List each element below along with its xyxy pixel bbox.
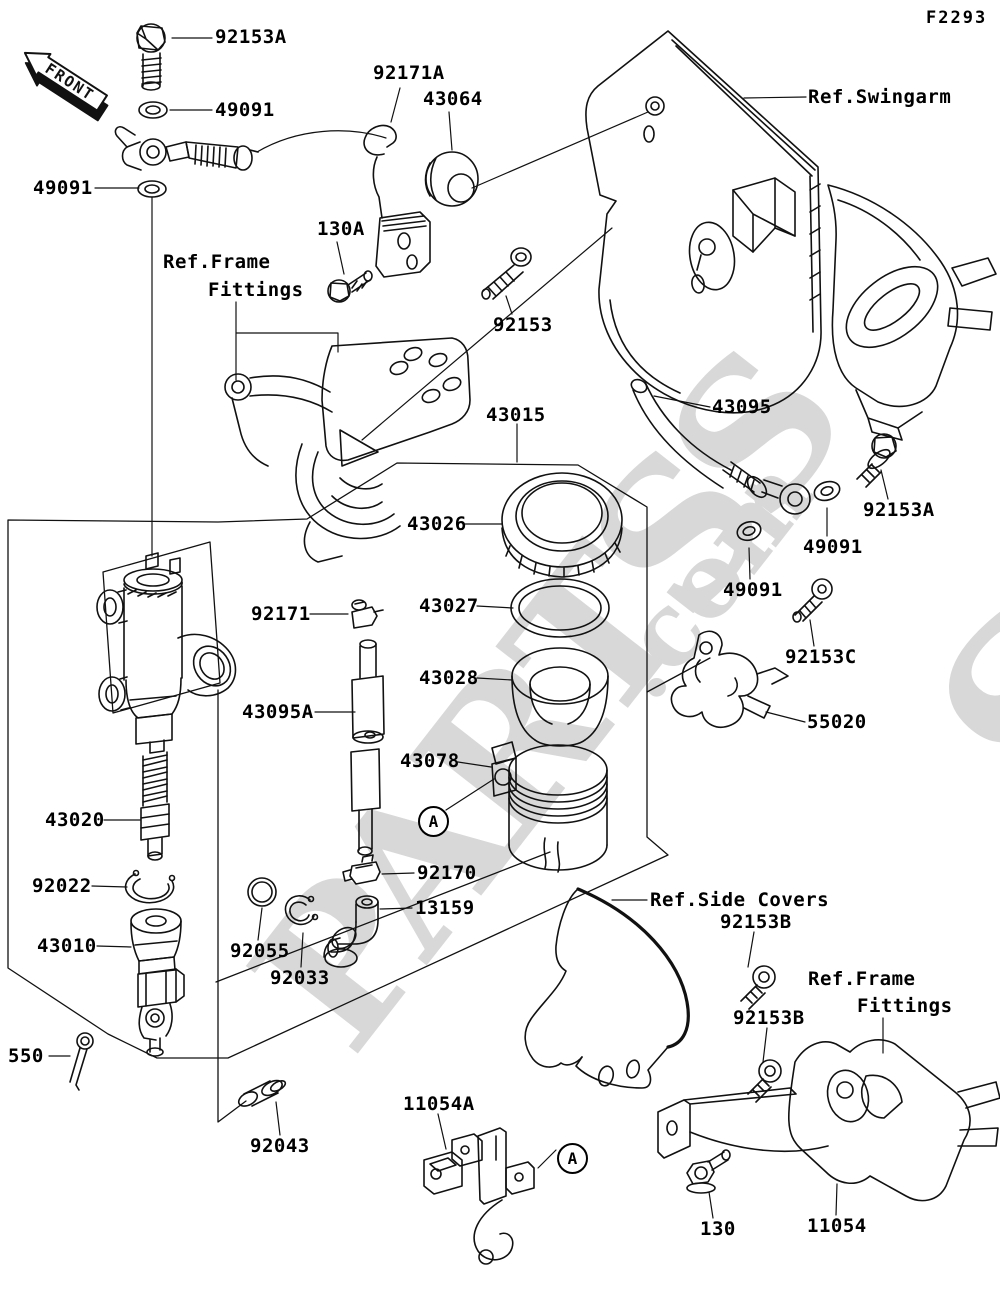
part-label-11054a: 11054A [403, 1093, 475, 1115]
part-label-43064: 43064 [423, 88, 483, 110]
clamp-92171a-drawing [363, 124, 431, 278]
assembly-group-outline [7, 462, 711, 1123]
front-arrow: FRONT [23, 51, 109, 122]
master-cylinder-body-drawing [96, 552, 237, 754]
part-label-43027: 43027 [419, 595, 479, 617]
part-label-92171: 92171 [251, 603, 311, 625]
part-label-92153b-lower: 92153B [733, 1007, 805, 1029]
part-label-43020: 43020 [45, 809, 105, 831]
gasket-43027-drawing [510, 578, 610, 638]
part-label-49091-top: 49091 [215, 99, 275, 121]
part-label-92153c: 92153C [785, 646, 857, 668]
part-label-92043: 92043 [250, 1135, 310, 1157]
screw-92153b-lower-drawing [747, 1059, 782, 1103]
part-label-49091-r-lower: 49091 [723, 579, 783, 601]
ref-label-swingarm: Ref.Swingarm [808, 86, 952, 108]
swingarm-drawing [585, 30, 997, 441]
part-label-92153a-right: 92153A [863, 499, 935, 521]
part-label-92055: 92055 [230, 940, 290, 962]
part-label-43095a: 43095A [242, 701, 314, 723]
ref-label-frame-bottom-2: Fittings [857, 995, 953, 1017]
screw-92153c-drawing [792, 578, 833, 623]
reservoir-cap-43026-drawing [501, 472, 623, 578]
bolt-92153a-right-drawing [856, 433, 897, 488]
part-label-43015: 43015 [486, 404, 546, 426]
spring-43020-drawing [140, 751, 170, 861]
bolt-130a-drawing [327, 270, 373, 303]
part-label-130: 130 [700, 1218, 736, 1240]
cotter-pin-550-drawing [69, 1032, 94, 1091]
pushrod-43010-drawing [130, 908, 185, 1057]
ref-label-frame-1: Ref.Frame [163, 251, 271, 273]
part-label-11054: 11054 [807, 1215, 867, 1237]
part-label-92022: 92022 [32, 875, 92, 897]
assembly-mark-a-2: A [557, 1143, 588, 1174]
part-label-43026: 43026 [407, 513, 467, 535]
part-label-43078: 43078 [400, 750, 460, 772]
part-label-92153b-upper: 92153B [720, 911, 792, 933]
ref-label-frame-2: Fittings [208, 279, 304, 301]
washer-49091-right-lower-drawing [736, 520, 762, 542]
cap-43064-drawing [424, 151, 479, 207]
hose-43095-drawing [630, 378, 811, 515]
circlip-92033-drawing [284, 895, 319, 926]
bolt-130-drawing [686, 1149, 731, 1194]
washer-49091-left-drawing [137, 180, 167, 198]
part-label-43095: 43095 [712, 396, 772, 418]
assembly-mark-a-1: A [418, 806, 449, 837]
clamp-55020-drawing [670, 630, 789, 728]
figure-code: F2293 [926, 8, 988, 28]
piston-43078-drawing [491, 741, 608, 873]
master-cylinder-bracket-drawing [224, 337, 471, 563]
screw-92153-drawing [481, 247, 532, 300]
hose-43095a-drawing [350, 639, 385, 856]
part-label-55020: 55020 [807, 711, 867, 733]
part-label-49091-left: 49091 [33, 177, 93, 199]
part-label-130a: 130A [317, 218, 365, 240]
ref-label-side-covers: Ref.Side Covers [650, 889, 830, 911]
part-label-13159: 13159 [415, 897, 475, 919]
ref-label-frame-bottom-1: Ref.Frame [808, 968, 916, 990]
pin-92043-drawing [237, 1079, 287, 1107]
diaphragm-43028-drawing [511, 647, 609, 747]
clamp-92170-drawing [342, 854, 381, 885]
oring-92055-drawing [247, 877, 277, 907]
leader-lines [48, 37, 889, 1219]
washer-49091-top-drawing [138, 101, 168, 119]
part-label-43028: 43028 [419, 667, 479, 689]
part-label-92153a-top: 92153A [215, 26, 287, 48]
washer-49091-right-upper-drawing [813, 480, 841, 502]
elbow-13159-drawing [323, 895, 379, 968]
part-label-92033: 92033 [270, 967, 330, 989]
part-label-49091-r-upper: 49091 [803, 536, 863, 558]
part-label-43010: 43010 [37, 935, 97, 957]
part-label-92153: 92153 [493, 314, 553, 336]
part-label-550: 550 [8, 1045, 44, 1067]
bolt-92153a-top-drawing [136, 23, 166, 91]
circlip-92022-drawing [124, 869, 176, 904]
banjo-switch-assembly-drawing [114, 126, 259, 171]
bracket-11054-drawing [657, 1039, 1000, 1202]
screw-92153b-upper-drawing [740, 965, 776, 1010]
bracket-11054a-drawing [423, 1127, 535, 1265]
part-label-92170: 92170 [417, 862, 477, 884]
part-label-92171a: 92171A [373, 62, 445, 84]
clamp-92171-drawing [351, 599, 384, 629]
side-cover-drawing [524, 887, 690, 1089]
